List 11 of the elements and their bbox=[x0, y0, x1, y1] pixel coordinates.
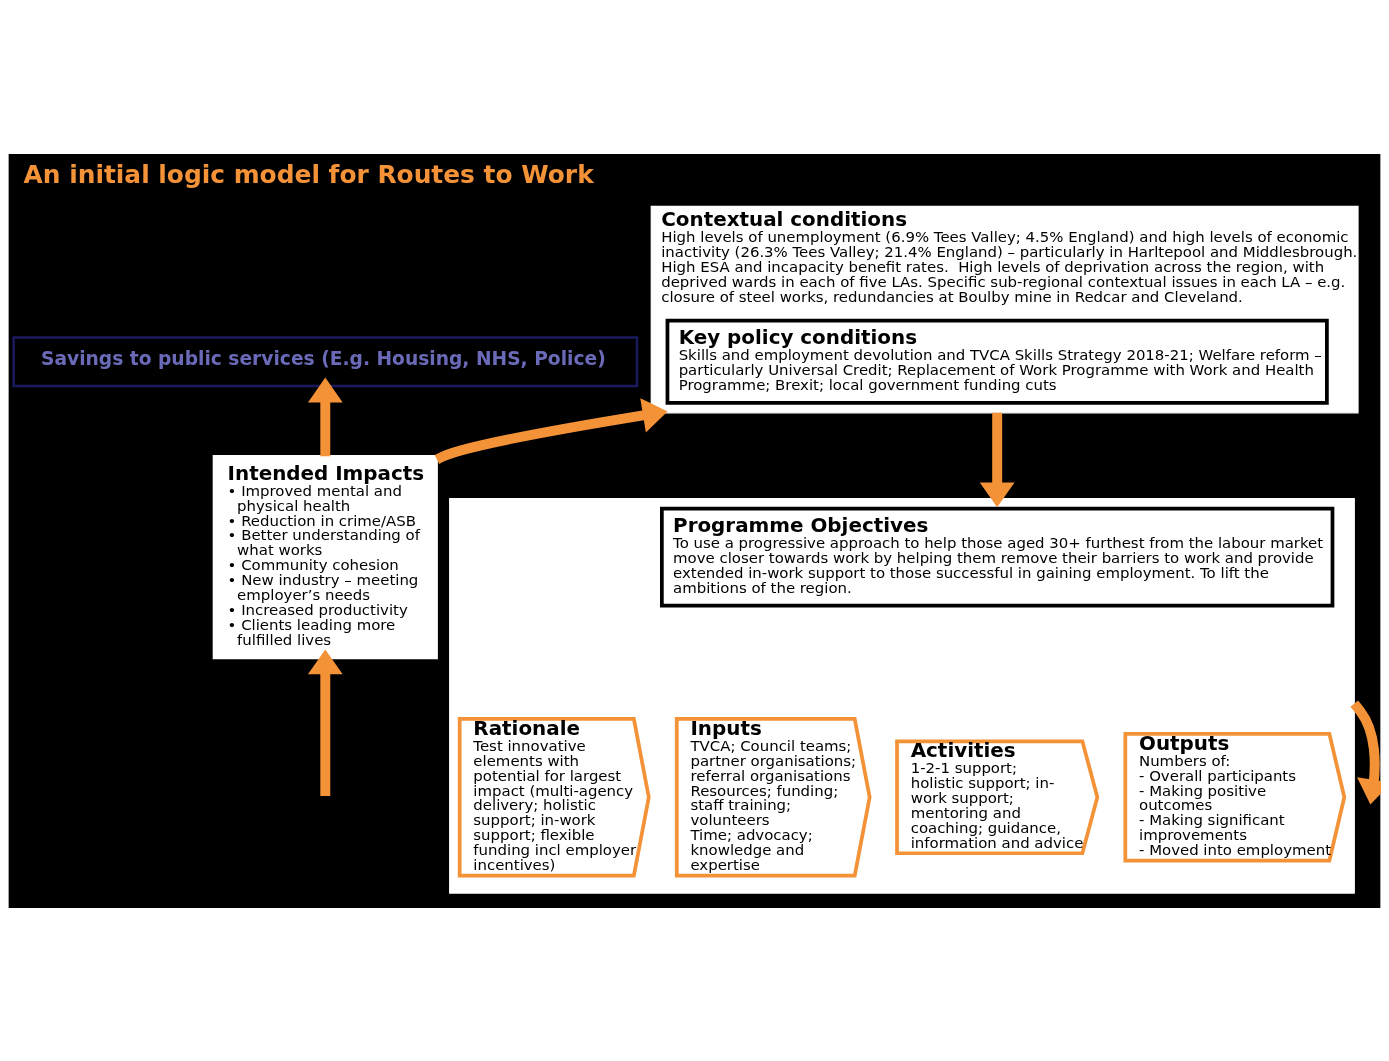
node-box: Key policy conditions Skills and employment devolution and TVCA Skills Strategy 2018-21; Welfare reform – particularly Universal Credit; Replacement of Work Programme with Work and Health Programme; Brexit; local government funding cuts bbox=[665, 318, 1329, 405]
node-box: Intended Impacts • Improved mental and physical health • Reduction in crime/ASB • Better understanding of what works • Community cohesion • New industry – meeting employer’s needs • Increased productivity • Clients leading more fulfilled lives bbox=[212, 454, 438, 659]
arrow bbox=[307, 377, 343, 456]
arrow bbox=[979, 412, 1015, 507]
cluster bbox=[449, 497, 1355, 894]
node-box: Savings to public services (E.g. Housing, NHS, Police) bbox=[12, 335, 639, 387]
arrow bbox=[434, 397, 668, 464]
arrow bbox=[1350, 699, 1381, 804]
arrow bbox=[307, 648, 343, 796]
node-box: Programme Objectives To use a progressive approach to help those aged 30+ furthest from the labour market move closer towards work by helping them remove their barriers to work and provide extended in-work support to those successful in gaining employment. To lift the ambitions of the region. bbox=[660, 506, 1335, 607]
diagram-title: An initial logic model for Routes to Work bbox=[23, 159, 594, 189]
